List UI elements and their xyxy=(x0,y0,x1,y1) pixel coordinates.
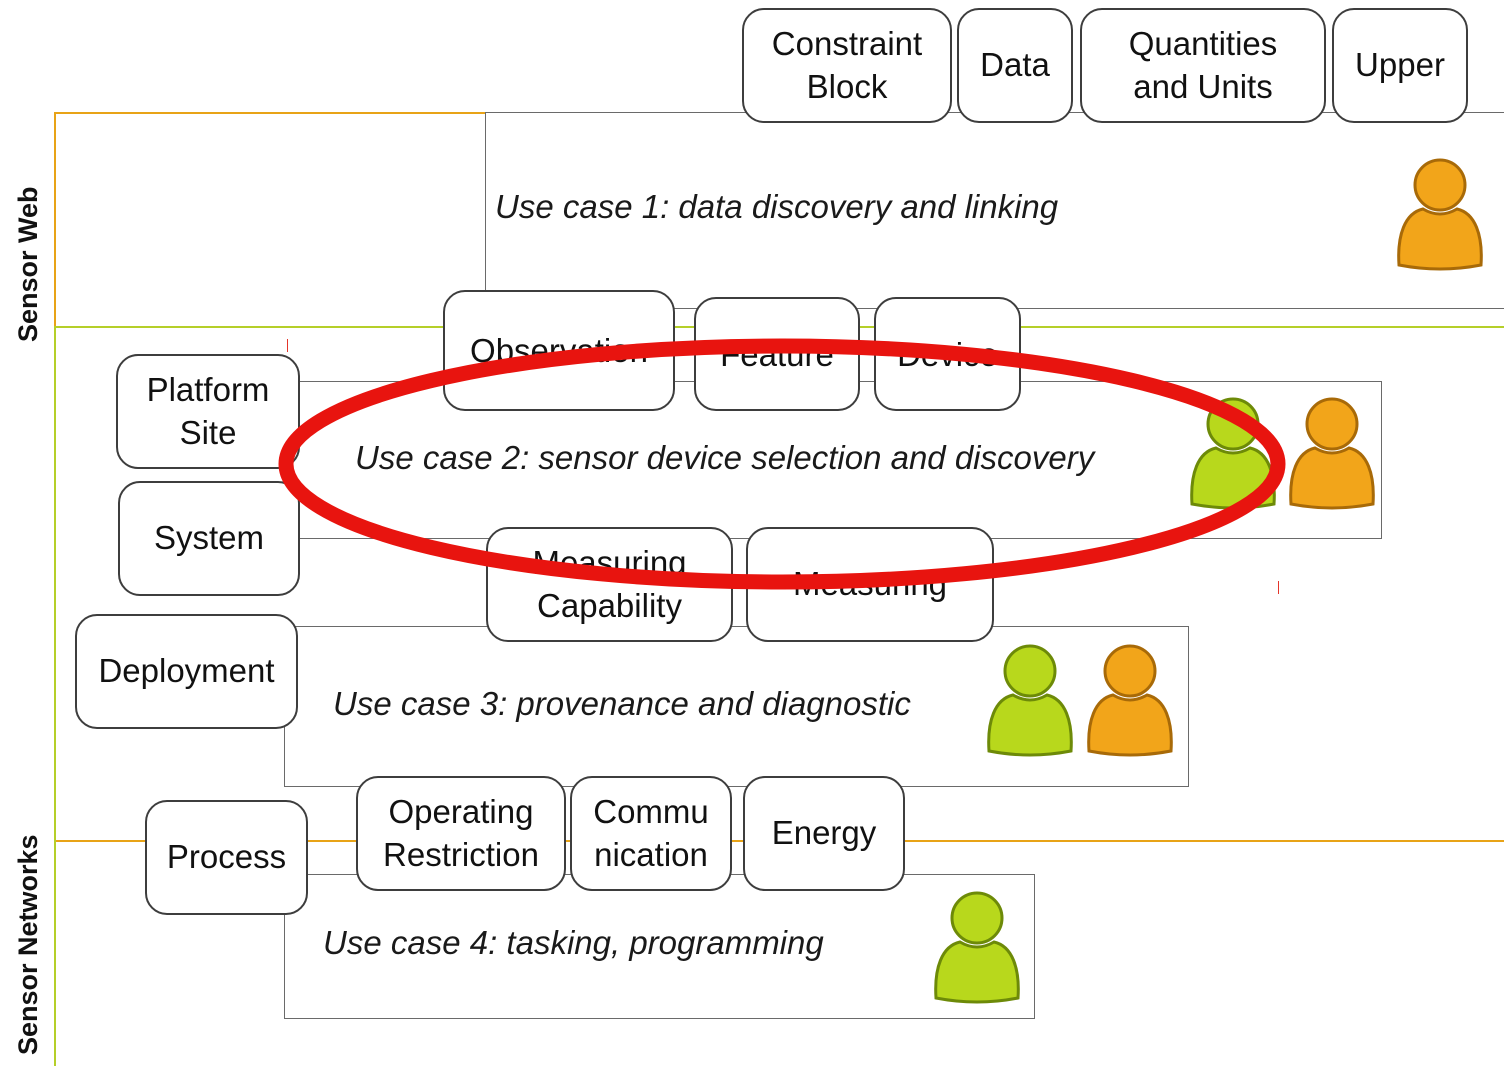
module-device: Device xyxy=(874,297,1021,411)
red-tick-mark xyxy=(1278,581,1279,594)
module-upper: Upper xyxy=(1332,8,1468,123)
person-green-icon xyxy=(1188,396,1278,510)
use-case-1-text: Use case 1: data discovery and linking xyxy=(495,188,1059,225)
sensor-networks-label: Sensor Networks xyxy=(13,834,43,1055)
person-orange-icon xyxy=(1287,396,1377,510)
module-quantities-and-units: Quantities and Units xyxy=(1080,8,1326,123)
use-case-4-panel xyxy=(284,874,1035,1019)
module-communication: Commu nication xyxy=(570,776,732,891)
person-green-icon xyxy=(985,643,1075,757)
module-data: Data xyxy=(957,8,1073,123)
module-platform-site: Platform Site xyxy=(116,354,300,469)
use-case-3-text: Use case 3: provenance and diagnostic xyxy=(333,685,911,722)
module-constraint-block: Constraint Block xyxy=(742,8,952,123)
module-deployment: Deployment xyxy=(75,614,298,729)
module-process: Process xyxy=(145,800,308,915)
red-tick-mark xyxy=(287,339,288,352)
use-case-4-text: Use case 4: tasking, programming xyxy=(323,924,824,961)
layer-line-left-web xyxy=(54,112,56,326)
module-measuring: Measuring xyxy=(746,527,994,642)
module-system: System xyxy=(118,481,300,596)
person-orange-icon xyxy=(1395,157,1485,271)
use-case-2-text: Use case 2: sensor device selection and … xyxy=(355,439,1095,476)
module-observation: Observation xyxy=(443,290,675,411)
layer-line-left-networks xyxy=(54,326,56,1066)
person-green-icon xyxy=(932,890,1022,1004)
module-feature: Feature xyxy=(694,297,860,411)
sensor-web-label: Sensor Web xyxy=(13,186,43,342)
module-energy: Energy xyxy=(743,776,905,891)
person-orange-icon xyxy=(1085,643,1175,757)
module-measuring-capability: Measuring Capability xyxy=(486,527,733,642)
module-operating-restriction: Operating Restriction xyxy=(356,776,566,891)
